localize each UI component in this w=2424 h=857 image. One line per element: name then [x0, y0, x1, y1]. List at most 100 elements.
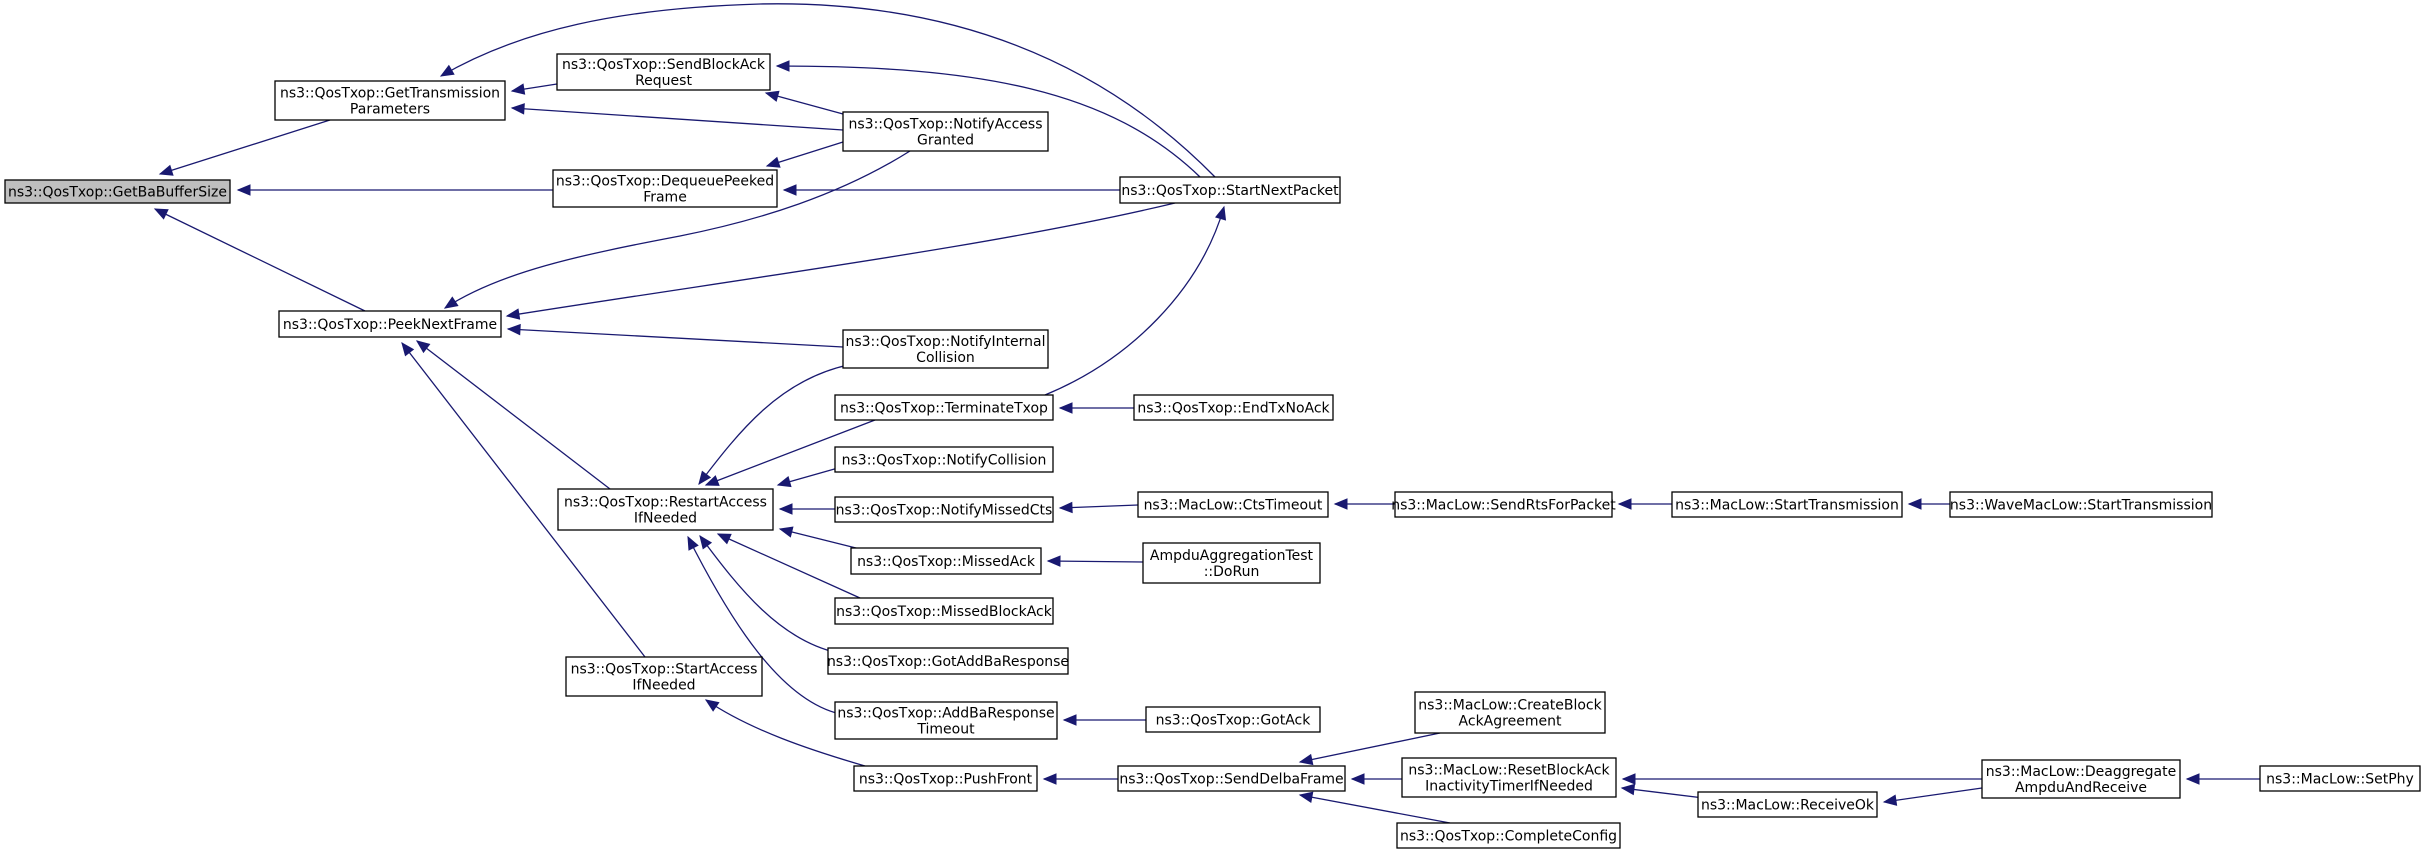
node-label-line: ns3::QosTxop::StartNextPacket	[1121, 183, 1339, 199]
edge-arrowhead	[778, 503, 793, 515]
edge-line	[159, 119, 331, 175]
node-notifyCollision[interactable]: ns3::QosTxop::NotifyCollision	[834, 446, 1054, 473]
edge-gotAddBaResponse-to-restartAccessIfNeeded	[699, 534, 839, 654]
node-box	[278, 310, 502, 338]
node-label-line: ns3::WaveMacLow::StartTransmission	[1950, 498, 2212, 514]
edge-missedBlockAck-to-restartAccessIfNeeded	[716, 533, 861, 599]
node-startNextPacket[interactable]: ns3::QosTxop::StartNextPacket	[1119, 176, 1341, 204]
edge-missedAck-to-restartAccessIfNeeded	[778, 526, 861, 550]
node-box	[1117, 765, 1346, 792]
node-box	[1671, 491, 1903, 518]
edge-arrowhead	[401, 341, 415, 357]
node-label-line: ns3::MacLow::SetPhy	[2266, 772, 2414, 788]
node-receiveOk[interactable]: ns3::MacLow::ReceiveOk	[1697, 791, 1878, 818]
edge-resetBlockAckInactivityTimerIfNeeded-to-sendDelbaFrame	[1350, 773, 1402, 785]
node-box	[565, 656, 763, 697]
edge-createBlockAckAgreement-to-sendDelbaFrame	[1298, 732, 1441, 766]
node-label-line: ns3::QosTxop::CompleteConfig	[1400, 829, 1617, 845]
edge-restartAccessIfNeeded-to-peekNextFrame	[415, 340, 611, 490]
edge-arrowhead	[1907, 498, 1922, 510]
node-ctsTimeout[interactable]: ns3::MacLow::CtsTimeout	[1137, 491, 1329, 518]
node-getBaBufferSize[interactable]: ns3::QosTxop::GetBaBufferSize	[4, 179, 231, 204]
node-label-line: Frame	[643, 190, 687, 206]
edge-arrowhead	[687, 535, 699, 551]
node-peekNextFrame[interactable]: ns3::QosTxop::PeekNextFrame	[278, 310, 502, 338]
node-waveStartTransmission[interactable]: ns3::WaveMacLow::StartTransmission	[1949, 491, 2213, 518]
edge-line	[154, 208, 366, 312]
node-gotAddBaResponse[interactable]: ns3::QosTxop::GotAddBaResponse	[827, 647, 1069, 675]
node-box	[2259, 765, 2421, 792]
node-box	[1137, 491, 1329, 518]
node-sendRtsForPacket[interactable]: ns3::MacLow::SendRtsForPacket	[1391, 491, 1616, 518]
edge-line	[1044, 206, 1225, 396]
edge-arrowhead	[699, 534, 713, 550]
edge-addBaResponseTimeout-to-restartAccessIfNeeded	[687, 535, 841, 715]
edge-arrowhead	[1062, 714, 1077, 726]
edge-arrowhead	[764, 90, 780, 102]
edge-waveStartTransmission-to-startTransmissionMacLow	[1907, 498, 1950, 510]
edge-completeConfig-to-sendDelbaFrame	[1298, 791, 1451, 824]
edge-arrowhead	[1058, 501, 1073, 514]
edge-getTransmissionParameters-to-getBaBufferSize	[158, 119, 331, 176]
edge-line	[776, 65, 1201, 178]
edge-line	[1883, 787, 1983, 803]
node-box	[827, 647, 1069, 675]
edge-arrowhead	[505, 308, 521, 320]
node-label-line: Granted	[917, 133, 974, 149]
edge-arrowhead	[1298, 791, 1314, 803]
edge-line	[1059, 504, 1139, 509]
node-completeConfig[interactable]: ns3::QosTxop::CompleteConfig	[1396, 822, 1621, 849]
node-missedBlockAck[interactable]: ns3::QosTxop::MissedBlockAck	[834, 597, 1054, 625]
edge-deaggregateAmpduAndReceive-to-resetBlockAckInactivityTimerIfNeeded	[1621, 773, 1982, 785]
node-label-line: ns3::MacLow::ReceiveOk	[1701, 798, 1875, 814]
node-terminateTxop[interactable]: ns3::QosTxop::TerminateTxop	[834, 394, 1054, 421]
node-label-line: ns3::MacLow::SendRtsForPacket	[1391, 498, 1616, 514]
node-endTxNoAck[interactable]: ns3::QosTxop::EndTxNoAck	[1133, 394, 1334, 421]
edge-notifyAccessGranted-to-sendBlockAckRequest	[764, 90, 844, 115]
node-startTransmissionMacLow[interactable]: ns3::MacLow::StartTransmission	[1671, 491, 1903, 518]
node-label-line: ns3::QosTxop::GetBaBufferSize	[8, 185, 227, 201]
node-label-line: ns3::QosTxop::EndTxNoAck	[1137, 401, 1330, 417]
node-label-line: ns3::QosTxop::NotifyAccess	[849, 117, 1043, 133]
node-gotAck[interactable]: ns3::QosTxop::GotAck	[1145, 706, 1321, 733]
node-setPhy[interactable]: ns3::MacLow::SetPhy	[2259, 765, 2421, 792]
node-label-line: Timeout	[916, 722, 975, 738]
node-ampduDoRun[interactable]: AmpduAggregationTest::DoRun	[1142, 542, 1321, 584]
node-sendDelbaFrame[interactable]: ns3::QosTxop::SendDelbaFrame	[1117, 765, 1346, 792]
node-box	[1949, 491, 2213, 518]
node-missedAck[interactable]: ns3::QosTxop::MissedAck	[850, 547, 1042, 575]
edge-arrowhead	[158, 164, 174, 176]
node-label-line: ns3::QosTxop::NotifyInternal	[845, 334, 1045, 350]
edge-arrowhead	[153, 208, 169, 220]
node-label-line: ns3::QosTxop::MissedAck	[857, 554, 1036, 570]
edge-arrowhead	[698, 470, 712, 486]
edge-line	[766, 141, 844, 167]
edges-layer	[153, 3, 2260, 824]
edge-arrowhead	[1046, 555, 1061, 567]
node-label-line: ns3::MacLow::Deaggregate	[1986, 764, 2176, 780]
node-box	[1119, 176, 1341, 204]
edge-line	[699, 535, 839, 654]
edge-arrowhead	[1333, 498, 1348, 510]
node-pushFront[interactable]: ns3::QosTxop::PushFront	[853, 765, 1038, 792]
edge-arrowhead	[775, 60, 790, 72]
node-resetBlockAckInactivityTimerIfNeeded[interactable]: ns3::MacLow::ResetBlockAckInactivityTime…	[1401, 757, 1617, 798]
edge-notifyMissedCts-to-restartAccessIfNeeded	[778, 503, 835, 515]
edge-sendRtsForPacket-to-ctsTimeout	[1333, 498, 1395, 510]
node-box	[4, 179, 231, 204]
edge-terminateTxop-to-restartAccessIfNeeded	[704, 419, 876, 486]
node-notifyMissedCts[interactable]: ns3::QosTxop::NotifyMissedCts	[834, 496, 1054, 523]
edge-setPhy-to-deaggregateAmpduAndReceive	[2185, 773, 2260, 785]
edge-arrowhead	[704, 475, 720, 486]
edge-line	[1299, 794, 1451, 824]
